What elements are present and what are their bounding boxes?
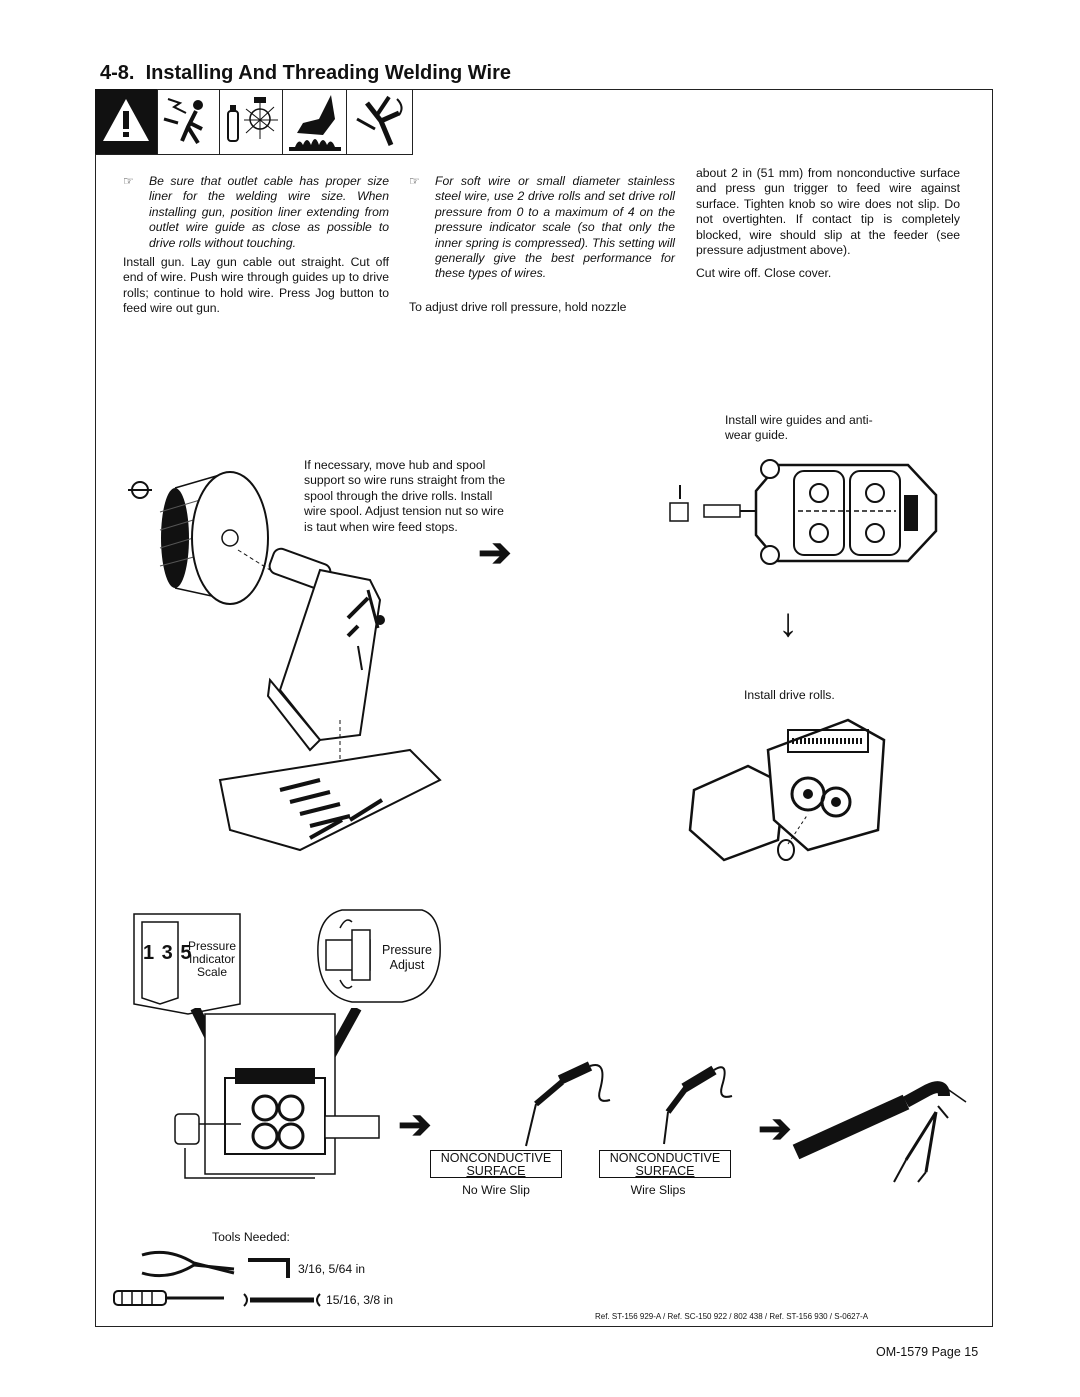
cut-wire-text: Cut wire off. Close cover. (696, 266, 832, 281)
pointing-hand-icon: ☞ (409, 174, 420, 188)
nonconductive-label: NONCONDUCTIVE (440, 1151, 552, 1165)
gun-wire-slips-illustration (663, 1065, 733, 1145)
column-2: ☞ For soft wire or small diameter stainle… (409, 174, 675, 315)
content-frame (95, 89, 993, 1327)
surface-label: SURFACE (635, 1164, 695, 1178)
page-footer: OM-1579 Page 15 (876, 1345, 979, 1359)
electric-shock-icon (158, 89, 220, 154)
install-gun-text: Install gun. Lay gun cable out straight.… (123, 255, 389, 316)
section-title-text: Installing And Threading Welding Wire (145, 62, 511, 84)
moving-parts-icon (347, 89, 413, 154)
step-arrow-1-icon: ➔ (478, 531, 512, 575)
section-title: 4-8. Installing And Threading Welding Wi… (100, 62, 511, 85)
step-arrow-down-icon: ↓ (778, 601, 798, 645)
flying-sparks-icon (220, 89, 283, 154)
allen-wrench-icon (248, 1258, 290, 1278)
pointing-hand-icon: ☞ (123, 174, 134, 188)
allen-wrench-sizes: 3/16, 5/64 in (298, 1262, 366, 1276)
pressure-adjust-label: Pressure Adjust (381, 943, 433, 972)
cut-wire-gun-illustration (792, 1081, 967, 1183)
spool-support-illustration (128, 471, 442, 852)
nonconductive-surface-box-1: NONCONDUCTIVE SURFACE (430, 1150, 562, 1178)
drive-unit-front-illustration (174, 1008, 380, 1179)
drive-rolls-assembly-illustration (688, 718, 886, 862)
surface-label: SURFACE (466, 1164, 526, 1178)
wire-slips-caption: Wire Slips (630, 1183, 686, 1197)
hot-parts-icon (283, 89, 347, 154)
warning-triangle-icon (95, 89, 158, 154)
section-number: 4-8. (100, 62, 135, 84)
wire-guides-label: Install wire guides and anti-wear guide. (725, 413, 873, 443)
note-soft-wire: ☞ For soft wire or small diameter stainle… (409, 174, 675, 282)
note-liner: ☞ Be sure that outlet cable has proper si… (123, 174, 389, 251)
drive-rolls-label: Install drive rolls. (744, 688, 835, 702)
step-arrow-3-icon: ➔ (758, 1107, 792, 1151)
open-end-wrench-icon (243, 1293, 321, 1307)
note-soft-wire-text: For soft wire or small diameter stainles… (435, 174, 675, 281)
nozzle-procedure-text: about 2 in (51 mm) from nonconductive su… (696, 166, 960, 258)
pressure-scale-callout-illustration (133, 913, 241, 1015)
pressure-adjust-callout-illustration (317, 909, 441, 1003)
warning-icon-bar (95, 89, 413, 155)
step-arrow-2-icon: ➔ (398, 1103, 432, 1147)
adjust-pressure-text: To adjust drive roll pressure, hold nozz… (409, 299, 627, 314)
spool-instruction-label: If necessary, move hub and spool support… (304, 458, 506, 534)
diagonal-cutters-icon (141, 1250, 235, 1278)
tools-needed-label: Tools Needed: (212, 1230, 290, 1244)
screwdriver-icon (113, 1290, 224, 1306)
note-liner-text: Be sure that outlet cable has proper siz… (149, 174, 389, 250)
pressure-indicator-scale-label: Pressure Indicator Scale (187, 939, 237, 979)
reference-drawing-numbers: Ref. ST-156 929-A / Ref. SC-150 922 / 80… (595, 1312, 869, 1321)
open-end-wrench-sizes: 15/16, 3/8 in (326, 1293, 394, 1307)
pressure-scale-digits: 1 3 5 (143, 942, 193, 964)
no-wire-slip-caption: No Wire Slip (462, 1183, 530, 1197)
gun-no-slip-illustration (525, 1061, 611, 1147)
column-1: ☞ Be sure that outlet cable has proper si… (123, 174, 389, 317)
nonconductive-surface-box-2: NONCONDUCTIVE SURFACE (599, 1150, 731, 1178)
column-3: about 2 in (51 mm) from nonconductive su… (696, 166, 960, 282)
nonconductive-label: NONCONDUCTIVE (609, 1151, 721, 1165)
wire-guide-housing-illustration (669, 459, 938, 565)
